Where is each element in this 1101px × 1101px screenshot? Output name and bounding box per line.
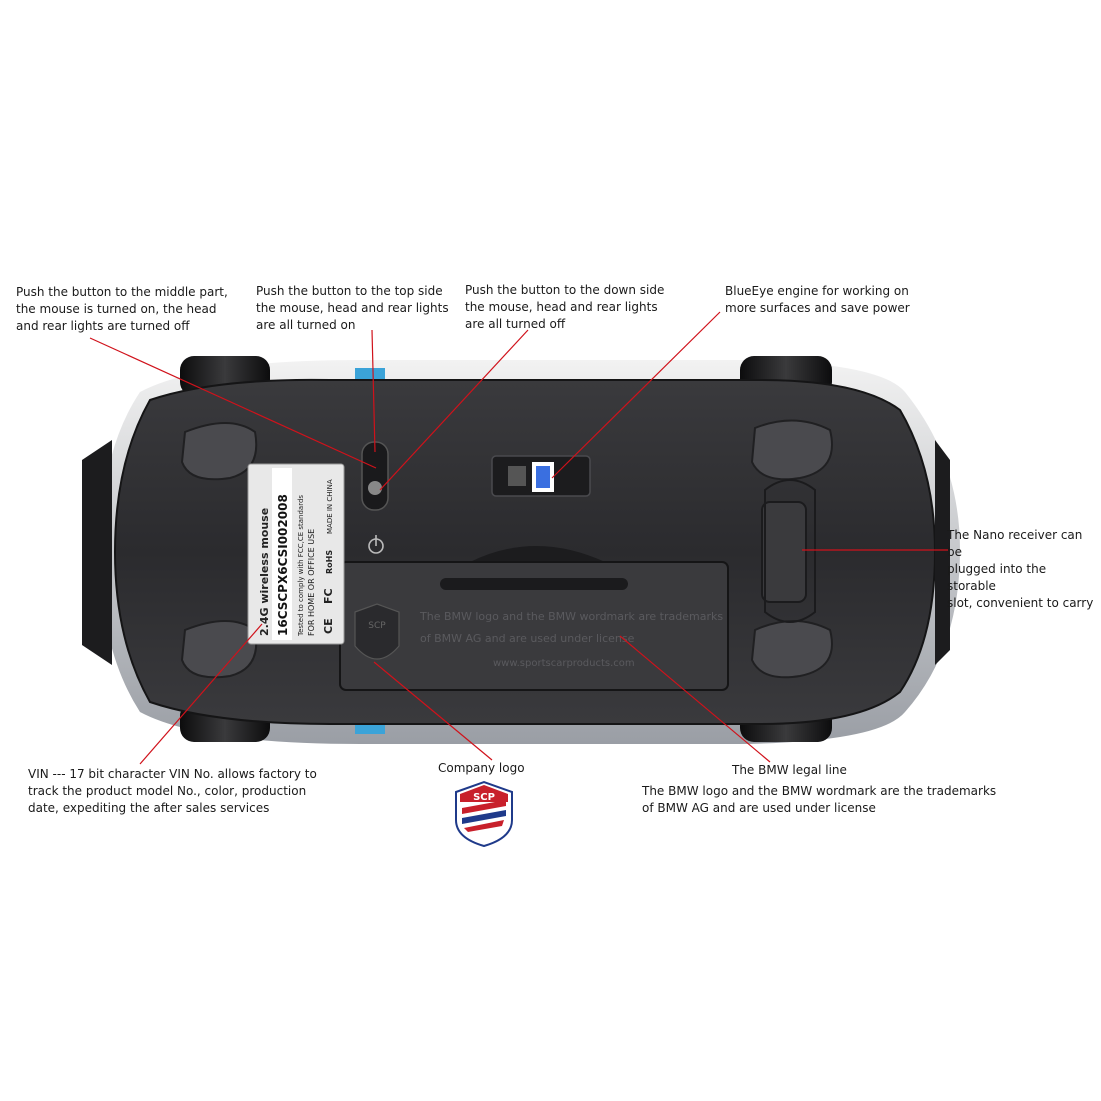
- callout-middle-switch: Push the button to the middle part, the …: [16, 285, 228, 333]
- callout-top-switch: Push the button to the top side the mous…: [256, 284, 449, 332]
- foot-top-right: [750, 419, 833, 481]
- leader-middle: [89, 337, 377, 469]
- leader-blueeye: [551, 311, 721, 479]
- battery-hump: [470, 546, 605, 562]
- callout-bmw-legal-text: The BMW logo and the BMW wordmark are th…: [642, 784, 997, 815]
- leader-logo: [373, 661, 493, 761]
- cover-text-line1: The BMW logo and the BMW wordmark are tr…: [419, 610, 723, 623]
- callout-blueeye: BlueEye engine for working on more surfa…: [725, 284, 910, 315]
- callout-vin: VIN --- 17 bit character VIN No. allows …: [28, 767, 317, 815]
- power-switch: [361, 441, 389, 511]
- battery-cover: [339, 561, 729, 691]
- label-line4: FOR HOME OR OFFICE USE: [307, 529, 316, 636]
- label-plate: 2.4G wireless mouse 16CSCPX6CSI002008 Te…: [247, 463, 345, 645]
- label-fc: FC: [322, 588, 335, 604]
- label-line1: 2.4G wireless mouse: [258, 508, 271, 636]
- callout-nano-receiver: The Nano receiver can be plugged into th…: [947, 528, 1094, 610]
- cover-text-line2: of BMW AG and are used under license: [420, 632, 635, 645]
- scp-shield-logo: [455, 780, 513, 848]
- foot-top-left: [180, 422, 258, 481]
- label-made: MADE IN CHINA: [326, 479, 334, 534]
- callout-company-logo: Company logo: [438, 761, 525, 775]
- nano-receiver-slot: [761, 501, 807, 603]
- leader-down: [379, 329, 529, 491]
- leader-top: [371, 329, 376, 453]
- leader-vin: [139, 623, 263, 765]
- label-vin: 16CSCPX6CSI002008: [276, 494, 290, 636]
- label-ce: CE: [322, 618, 335, 634]
- cover-url: www.sportscarproducts.com: [493, 658, 635, 669]
- callout-bmw-legal-title: The BMW legal line: [732, 763, 847, 777]
- scp-logo-text: SCP: [473, 792, 495, 803]
- label-rohs: RoHS: [325, 550, 334, 574]
- receiver-tray: [764, 479, 816, 623]
- leader-bmw: [619, 635, 771, 763]
- callout-down-switch: Push the button to the down side the mou…: [465, 283, 665, 331]
- power-icon: [368, 535, 384, 554]
- cover-shield-text: SCP: [368, 621, 386, 631]
- foot-bottom-right: [750, 620, 833, 679]
- blueeye-sensor: [491, 455, 591, 497]
- foot-bottom-left: [180, 620, 258, 679]
- label-line3: Tested to comply with FCC,CE standards: [297, 495, 305, 637]
